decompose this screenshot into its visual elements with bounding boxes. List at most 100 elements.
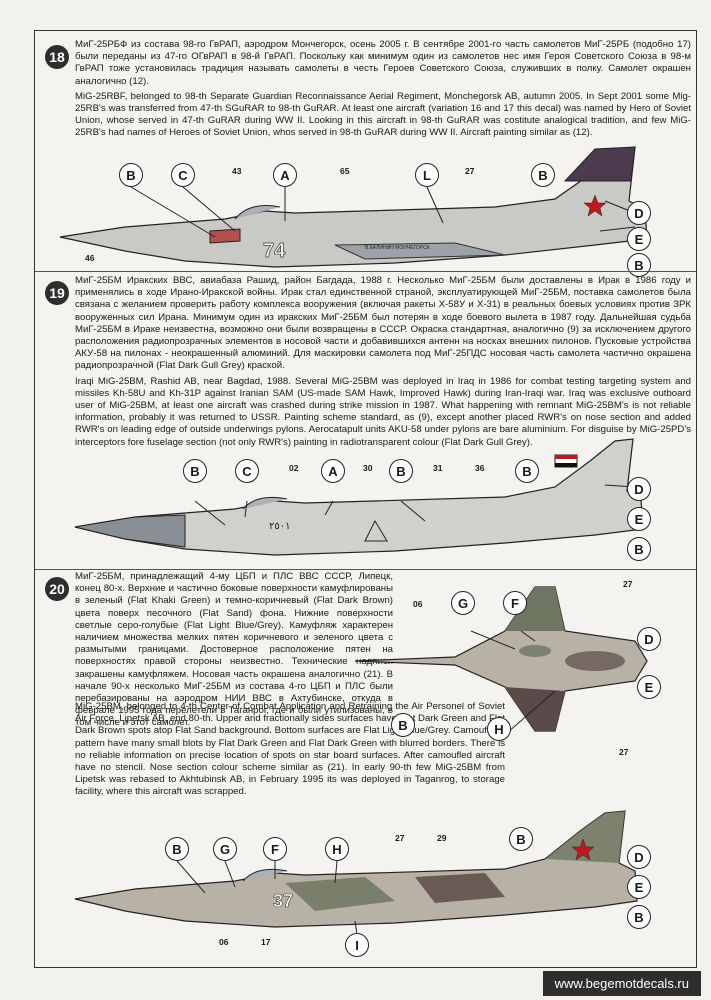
callout-19-D: D (627, 477, 651, 501)
section-number-20: 20 (45, 577, 69, 601)
aircraft-top-20 (354, 586, 648, 732)
canopy-18 (234, 205, 281, 220)
side-number-18: 74 (263, 240, 286, 262)
callout-20-side-E: E (627, 875, 651, 899)
label-20-side-29: 29 (437, 833, 447, 843)
label-19-36: 36 (475, 463, 485, 473)
section-19-ru: МиГ-25БМ Иракских ВВС, авиабаза Рашид, р… (75, 275, 691, 372)
camo-brown-2 (565, 651, 625, 671)
camo-side-green-1 (285, 877, 395, 911)
callout-20-side-B-3: B (627, 905, 651, 929)
label-20-side-17: 17 (261, 937, 271, 947)
callout-19-A: A (321, 459, 345, 483)
wing-18 (334, 242, 506, 260)
leader-20-F (520, 630, 536, 642)
leader-20-side-I (354, 920, 358, 936)
callout-19-C: C (235, 459, 259, 483)
tail-fin-18 (563, 146, 636, 182)
callout-18-L: L (415, 163, 439, 187)
leader-18-C (182, 186, 236, 232)
divider-2 (35, 569, 696, 570)
label-20-top-06: 06 (413, 599, 423, 609)
section-20-ru: МиГ-25БМ, принадлежащий 4-му ЦБП и ПЛС В… (75, 571, 393, 729)
divider-1 (35, 271, 696, 272)
mig25bm-top-view (354, 586, 648, 734)
label-20-side-27: 27 (395, 833, 405, 843)
label-18-46: 46 (85, 253, 95, 263)
label-18-27: 27 (465, 166, 475, 176)
section-19-text: МиГ-25БМ Иракских ВВС, авиабаза Рашид, р… (75, 275, 691, 452)
callout-18-A: A (273, 163, 297, 187)
side-number-19: ٢٥٠١ (269, 521, 290, 532)
leader-20-side-H (334, 860, 338, 884)
leader-18-L (426, 186, 444, 224)
leader-19-B2 (400, 500, 426, 522)
leader-20-side-B (176, 860, 206, 894)
side-number-20: 37 (273, 891, 293, 911)
warning-triangle-19 (364, 519, 388, 542)
section-18-ru: МиГ-25РБФ из состава 98-го ГвРАП, аэродр… (75, 39, 691, 87)
callout-20-side-D: D (627, 845, 651, 869)
callout-19-B-1: B (183, 459, 207, 483)
callout-20-top-H: H (487, 717, 511, 741)
label-19-30: 30 (363, 463, 373, 473)
aircraft-side-20 (74, 810, 638, 928)
callout-18-B-3: B (627, 253, 651, 277)
callout-19-B-4: B (627, 537, 651, 561)
camo-side-brown-1 (415, 873, 505, 903)
intake-warning-18 (209, 228, 241, 244)
callout-18-B-2: B (531, 163, 555, 187)
leader-18-B (130, 186, 216, 238)
red-star-18 (583, 194, 607, 217)
callout-20-top-D: D (637, 627, 661, 651)
label-19-31: 31 (433, 463, 443, 473)
callout-20-top-B: B (391, 713, 415, 737)
leader-19-B (194, 500, 226, 526)
canopy-19 (242, 496, 288, 510)
callout-18-C: C (171, 163, 195, 187)
leader-19-A (324, 500, 334, 516)
callout-18-E: E (627, 227, 651, 251)
callout-20-side-G: G (213, 837, 237, 861)
aircraft-fuselage-19 (74, 438, 644, 556)
grey-nose-19 (74, 514, 186, 548)
camo-green-1 (505, 587, 565, 631)
section-number-18: 18 (45, 45, 69, 69)
callout-18-D: D (627, 201, 651, 225)
label-18-43: 43 (232, 166, 242, 176)
callout-19-B-3: B (515, 459, 539, 483)
mig25bm-camo-side-view: 37 (74, 810, 638, 936)
name-decal-18: В.КАЛИНИН МОНЧЕГОРСК (365, 245, 430, 251)
label-20-side-06: 06 (219, 937, 229, 947)
leader-20-H (506, 690, 556, 734)
callout-20-top-F: F (503, 591, 527, 615)
callout-20-side-B-2: B (509, 827, 533, 851)
canopy-20 (242, 868, 288, 882)
section-number-19: 19 (45, 281, 69, 305)
callout-20-side-I: I (345, 933, 369, 957)
camo-tail-20 (545, 811, 625, 863)
callout-20-side-B-1: B (165, 837, 189, 861)
callout-20-top-G: G (451, 591, 475, 615)
mig25bm-iraq-side-view: ٢٥٠١ (74, 438, 644, 556)
leader-20-side-G (224, 860, 236, 888)
leader-20-G (470, 630, 516, 650)
callout-20-side-H: H (325, 837, 349, 861)
section-20-en: MiG-25BM, belonged to 4-th Center of Com… (75, 701, 505, 798)
leader-18-E (599, 226, 636, 232)
label-18-65: 65 (340, 166, 350, 176)
leader-19-C (244, 500, 248, 518)
callout-19-E: E (627, 507, 651, 531)
red-star-20 (571, 838, 595, 861)
callout-19-B-2: B (389, 459, 413, 483)
label-20-top-27a: 27 (623, 579, 633, 589)
decal-instruction-sheet: 18 МиГ-25РБФ из состава 98-го ГвРАП, аэр… (34, 30, 697, 968)
mig25rbf-side-view: 74 В.КАЛИНИН МОНЧЕГОРСК (59, 146, 648, 268)
section-18-en: MiG-25RBF, belonged to 98-th Separate Gu… (75, 90, 691, 139)
website-footer[interactable]: www.begemotdecals.ru (542, 971, 701, 996)
callout-20-side-F: F (263, 837, 287, 861)
camo-green-2 (519, 645, 551, 657)
label-19-02: 02 (289, 463, 299, 473)
callout-18-B-1: B (119, 163, 143, 187)
section-19-en: Iraqi MiG-25BM, Rashid AB, near Bagdad, … (75, 375, 691, 448)
